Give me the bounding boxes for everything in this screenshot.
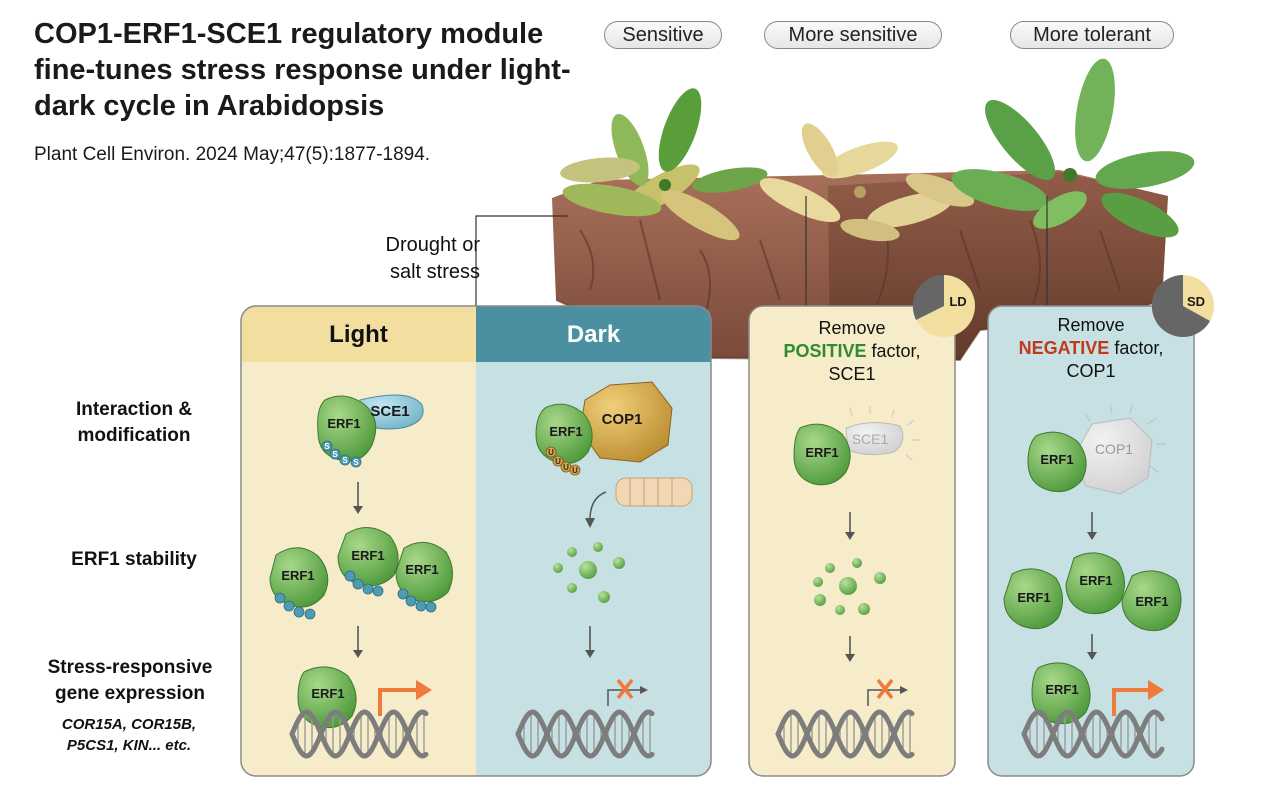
ld-badge [912, 274, 975, 337]
sce1-label-ghost: SCE1 [852, 431, 889, 447]
cop1-label-1: COP1 [602, 411, 643, 428]
ub-u-3: U [563, 463, 569, 472]
erf1-accumulated-group [1003, 552, 1182, 632]
plant-more-tolerant [951, 58, 1195, 238]
erf1-bound-light [297, 666, 357, 729]
dna-strand [1021, 709, 1165, 759]
sumo-s-2: S [332, 450, 338, 459]
erf1-label-7: ERF1 [1040, 452, 1073, 467]
transcription-arrow-on-light [378, 680, 432, 716]
sd-badge [1151, 274, 1214, 337]
figure-title: COP1-ERF1-SCE1 regulatory module fine-tu… [34, 18, 571, 122]
ubiquitin-tags [545, 446, 581, 476]
row-label-expression-2: gene expression [55, 683, 205, 704]
erf1-label-9: ERF1 [1079, 573, 1112, 588]
ub-u-4: U [572, 466, 578, 475]
dark-header: Dark [566, 321, 621, 348]
erf1-label-6: ERF1 [805, 445, 838, 460]
dna-strand [775, 709, 915, 759]
erf1-stable-group [269, 527, 453, 608]
sce1-label-1: SCE1 [370, 403, 409, 420]
erf1-without-cop1 [1027, 403, 1166, 495]
leader-lines [475, 196, 1048, 306]
stress-label: Drought or salt stress [320, 232, 481, 286]
stress-label-line-2: salt stress [389, 261, 480, 283]
positive-keyword: POSITIVE [783, 341, 867, 361]
ub-u-1: U [548, 448, 554, 457]
dna-strand [289, 709, 429, 759]
erf1-label-5: ERF1 [549, 424, 582, 439]
negative-rest: factor, [1109, 338, 1164, 358]
gene-list: COR15A, COR15B, P5CS1, KIN... etc. [14, 714, 244, 756]
phenotype-sensitive: Sensitive [604, 21, 722, 49]
proteasome [585, 477, 693, 528]
dna-strand [289, 709, 429, 759]
negative-keyword: NEGATIVE [1018, 338, 1110, 358]
erf1-without-sce1 [793, 406, 920, 486]
remove-negative-line-1: Remove [1057, 315, 1125, 335]
row-label-interaction-1: Interaction & [75, 399, 193, 420]
dna-strand [515, 709, 655, 759]
erf1-label-1: ERF1 [327, 416, 360, 431]
sumo-s-3: S [342, 456, 348, 465]
dna-helix [775, 709, 915, 759]
erf1-label-12: ERF1 [1045, 682, 1078, 697]
gene-list-line-1: COR15A, COR15B, [61, 716, 197, 733]
sumo-tags-1 [321, 440, 362, 468]
dna-strand [775, 709, 915, 759]
row-label-interaction-2: modification [77, 425, 191, 446]
stress-label-line-1: Drought or [385, 234, 481, 256]
erf1-bound-sd [1031, 662, 1091, 725]
remove-positive-line-3: SCE1 [828, 364, 876, 384]
transcription-blocked-ld [867, 678, 908, 706]
transcription-blocked-dark [607, 678, 648, 706]
row-label-interaction: Interaction & modification [24, 397, 244, 449]
cop1-label-ghost: COP1 [1095, 441, 1133, 457]
remove-positive-line-1: Remove [818, 318, 886, 338]
remove-negative-text: Remove NEGATIVE factor, COP1 [991, 314, 1191, 383]
erf1-label-10: ERF1 [1135, 594, 1168, 609]
erf1-label-3: ERF1 [351, 548, 384, 563]
dna-helices [289, 709, 1165, 759]
flow-arrows [353, 482, 1097, 662]
gene-list-line-2: P5CS1, KIN... etc. [66, 737, 192, 754]
sumo-s-4: S [353, 458, 359, 467]
dna-helix [1021, 709, 1165, 759]
phenotype-more-tolerant: More tolerant [1010, 21, 1174, 49]
transcription-arrow-on-sd [1112, 680, 1164, 716]
ld-badge-label: LD [949, 294, 966, 309]
citation: Plant Cell Environ. 2024 May;47(5):1877-… [34, 144, 431, 165]
erf1-label-4: ERF1 [405, 562, 438, 577]
light-header: Light [329, 321, 388, 348]
plant-more-sensitive [759, 123, 975, 242]
degraded-fragments-ld [813, 558, 886, 615]
dna-helix [515, 709, 655, 759]
row-label-expression-1: Stress-responsive [47, 657, 213, 678]
degraded-fragments-dark [553, 542, 625, 603]
sumo-tags-2 [274, 570, 437, 620]
erf1-label-2: ERF1 [281, 568, 314, 583]
remove-sce1-panel [748, 305, 956, 777]
positive-rest: factor, [866, 341, 921, 361]
dna-helix [289, 709, 429, 759]
erf1-label-11: ERF1 [311, 686, 344, 701]
remove-negative-line-3: COP1 [1066, 361, 1116, 381]
row-label-expression: Stress-responsive gene expression [20, 655, 240, 707]
dna-strand [515, 709, 655, 759]
remove-cop1-panel [987, 305, 1195, 777]
remove-negative-line-2: NEGATIVE factor, [991, 337, 1191, 360]
ub-u-2: U [555, 457, 561, 466]
phenotype-more-sensitive: More sensitive [764, 21, 942, 49]
remove-positive-text: Remove POSITIVE factor, SCE1 [752, 317, 952, 386]
plant-sensitive [560, 88, 768, 241]
sd-badge-label: SD [1187, 294, 1205, 309]
erf1-label-8: ERF1 [1017, 590, 1050, 605]
sumo-s-1: S [324, 442, 330, 451]
row-label-stability: ERF1 stability [71, 549, 197, 570]
remove-positive-line-2: POSITIVE factor, [752, 340, 952, 363]
